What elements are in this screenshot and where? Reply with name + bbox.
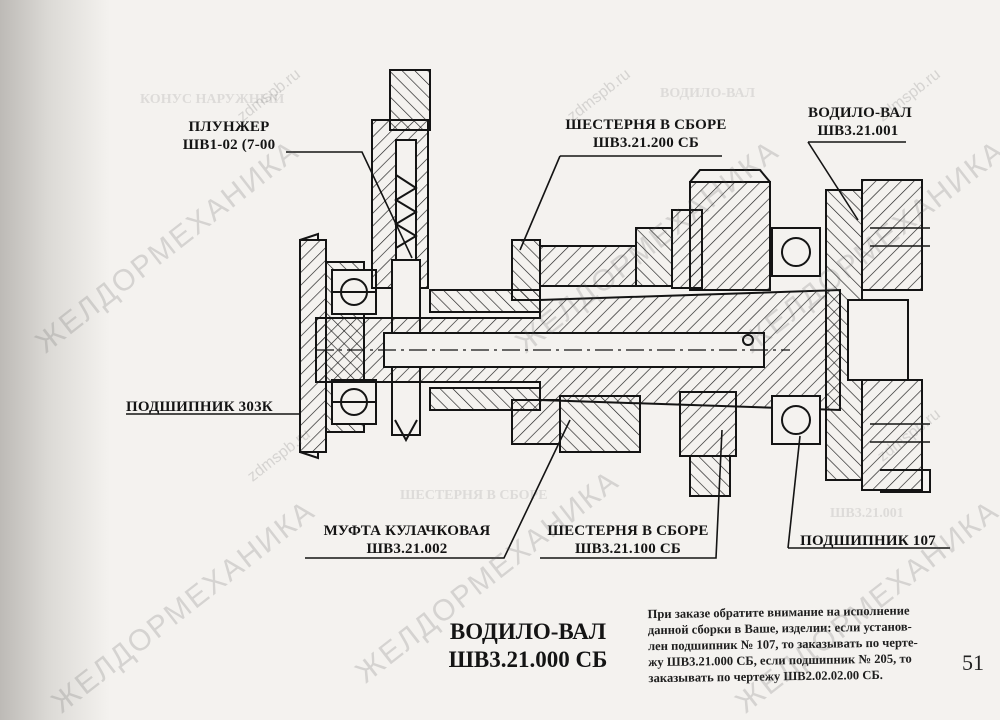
bearing-303k: [331, 269, 377, 425]
gear-assembly-200: [511, 209, 703, 301]
drawing-title: ВОДИЛО-ВАЛ ШВ3.21.000 СБ: [440, 618, 616, 674]
callout-name: ШЕСТЕРНЯ В СБОРЕ: [565, 117, 727, 133]
order-note: При заказе обратите внимание на исполнен…: [647, 602, 960, 686]
callout-name: МУФТА КУЛАЧКОВАЯ: [323, 523, 491, 539]
carrier-end: [825, 179, 931, 493]
title-line: ШВ3.21.000 СБ: [448, 647, 608, 672]
callout-name: ВОДИЛО-ВАЛ: [808, 105, 912, 121]
page-number: 51: [962, 650, 984, 675]
binding-shadow: [0, 0, 110, 720]
callout-carrier-shaft: ВОДИЛО-ВАЛ ШВ3.21.001: [808, 104, 912, 140]
shaft-bore: [316, 332, 790, 368]
callout-name: ШЕСТЕРНЯ В СБОРЕ: [547, 523, 709, 539]
callout-code: ШВ3.21.200 СБ: [592, 135, 700, 151]
callout-code: ШВ3.21.100 СБ: [574, 541, 682, 557]
callout-gear-200: ШЕСТЕРНЯ В СБОРЕ ШВ3.21.200 СБ: [560, 116, 732, 152]
right-gear-top: [689, 169, 771, 291]
callout-cam-clutch: МУФТА КУЛАЧКОВАЯ ШВ3.21.002: [318, 522, 496, 558]
callout-gear-100: ШЕСТЕРНЯ В СБОРЕ ШВ3.21.100 СБ: [540, 522, 716, 558]
callout-name: ПЛУНЖЕР: [188, 119, 270, 135]
callout-code: ШВ1-02 (7-00: [182, 137, 276, 153]
callout-code: ШВ3.21.001: [817, 123, 899, 139]
bearing-107: [771, 227, 821, 445]
callout-name: ПОДШИПНИК 303К: [126, 399, 273, 415]
gear-assembly-100: [511, 391, 737, 497]
plunger-column: [371, 69, 431, 443]
callout-bearing-107: ПОДШИПНИК 107: [788, 532, 948, 550]
title-line: ВОДИЛО-ВАЛ: [449, 619, 607, 644]
leader-lines: [126, 141, 950, 559]
callout-code: ШВ3.21.002: [366, 541, 448, 557]
callout-bearing-303k: ПОДШИПНИК 303К: [126, 398, 296, 416]
callout-plunger: ПЛУНЖЕР ШВ1-02 (7-00: [170, 118, 288, 154]
callout-name: ПОДШИПНИК 107: [800, 533, 936, 549]
